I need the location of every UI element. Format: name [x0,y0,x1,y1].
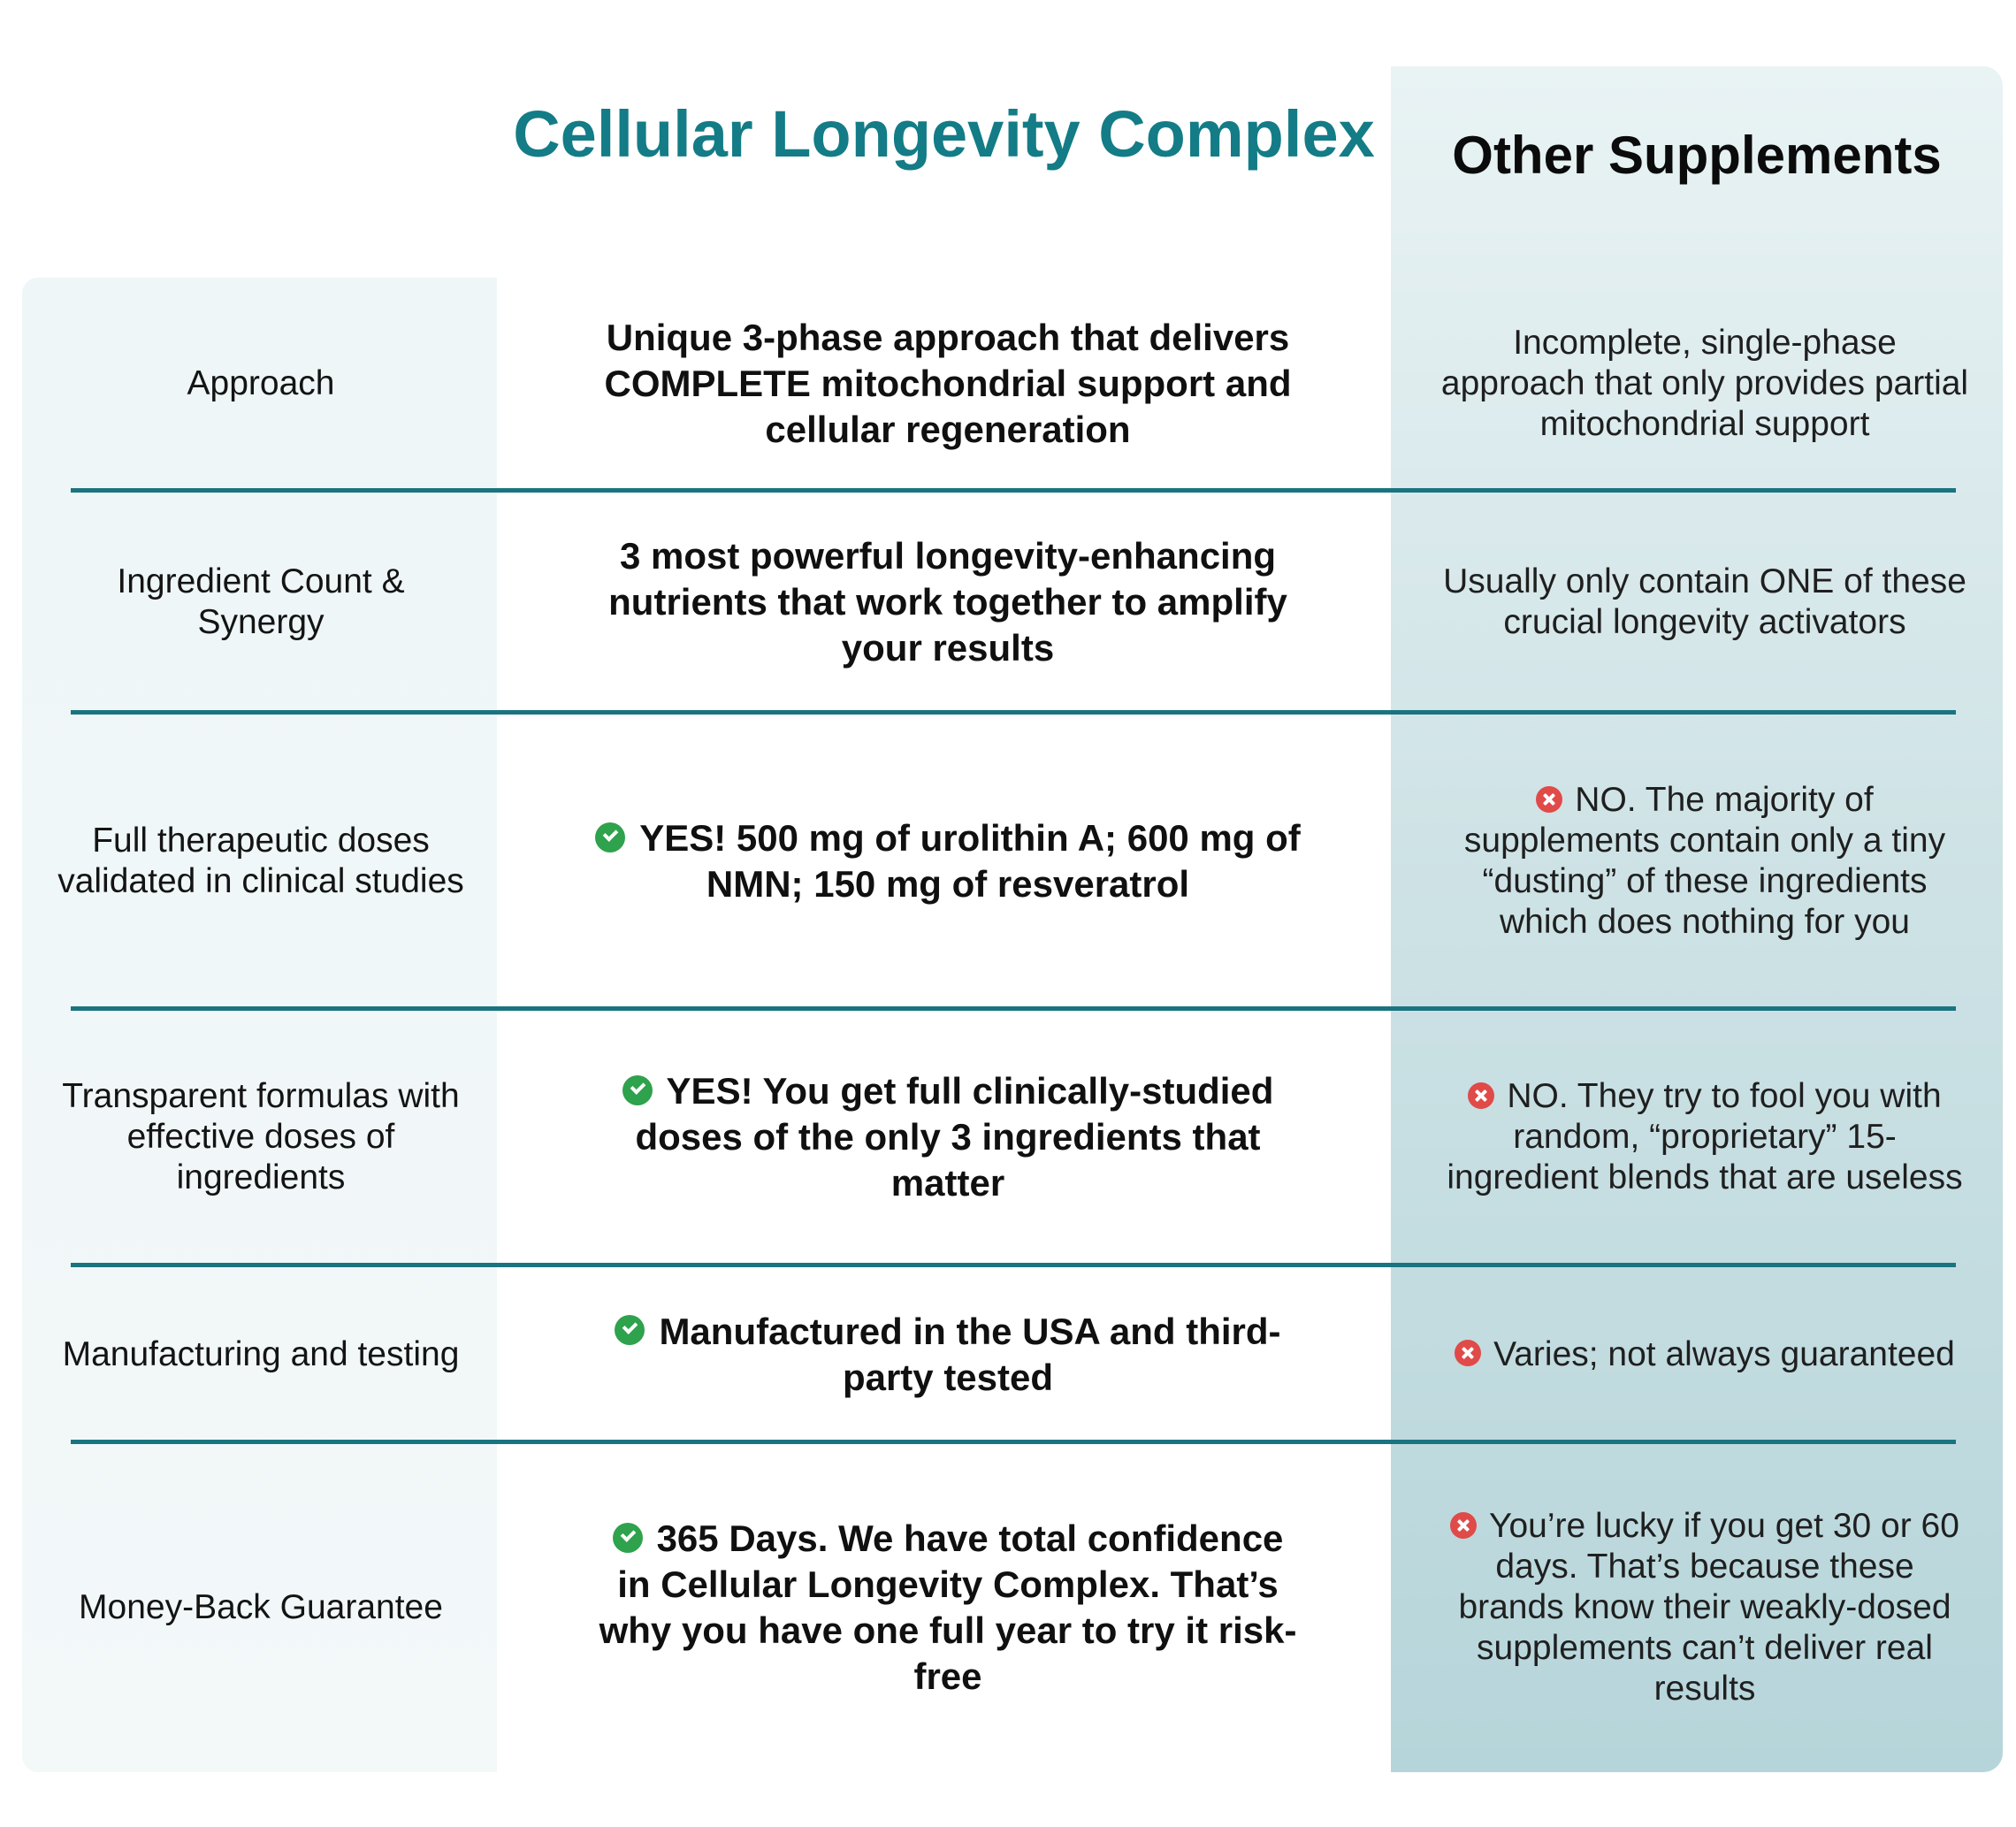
comparison-row-therapeutic-doses: Full therapeutic doses validated in clin… [0,715,2016,1008]
x-circle-icon [1536,785,1563,813]
row-label: Transparent formulas with effective dose… [62,1077,460,1196]
comparison-row-transparent-formulas: Transparent formulas with effective dose… [0,1011,2016,1264]
row-divider [71,1440,1956,1444]
x-circle-icon [1450,1511,1478,1539]
row-divider [71,1006,1956,1011]
row-divider [71,710,1956,715]
main-product-cell: 3 most powerful longevity-enhancing nutr… [608,534,1287,669]
main-product-cell: Manufactured in the USA and third-party … [594,1267,1302,1441]
x-circle-icon [1455,1340,1482,1367]
row-label: Money-Back Guarantee [79,1588,443,1626]
main-product-cell: YES! You get full clinically-studied dos… [594,1011,1302,1264]
left-column-background [22,278,497,1772]
comparison-row-manufacturing: Manufacturing and testing Manufactured i… [0,1267,2016,1441]
comparison-row-money-back: Money-Back Guarantee 365 Days. We have t… [0,1444,2016,1771]
check-circle-icon [622,1074,653,1105]
row-label: Ingredient Count & Synergy [117,562,405,641]
other-supplements-cell: Incomplete, single-phase approach that o… [1440,324,1969,443]
main-product-cell: YES! 500 mg of urolithin A; 600 mg of NM… [594,715,1302,1008]
other-supplements-column-background [1391,66,2003,1772]
comparison-row-ingredient-count: Ingredient Count & Synergy 3 most powerf… [0,493,2016,711]
check-circle-icon [615,1315,645,1346]
other-supplements-heading: Other Supplements [1452,126,1942,185]
row-label: Manufacturing and testing [62,1334,460,1373]
other-supplements-cell: You’re lucky if you get 30 or 60 days. T… [1439,1444,1970,1771]
check-circle-icon [595,822,626,852]
x-circle-icon [1468,1082,1495,1109]
row-divider [71,488,1956,493]
other-supplements-cell: NO. The majority of supplements contain … [1463,781,1946,941]
other-supplements-cell: Varies; not always guaranteed [1439,1267,1970,1441]
main-product-cell: Unique 3-phase approach that delivers CO… [604,317,1292,450]
row-label: Full therapeutic doses validated in clin… [57,822,464,900]
row-label: Approach [187,364,335,402]
comparison-row-approach: Approach Unique 3-phase approach that de… [0,278,2016,490]
check-circle-icon [612,1522,643,1553]
other-supplements-cell: Usually only contain ONE of these crucia… [1443,562,1966,641]
other-supplements-cell: NO. They try to fool you with random, “p… [1447,1077,1963,1196]
row-divider [71,1263,1956,1267]
main-product-cell: 365 Days. We have total confidence in Ce… [599,1517,1297,1697]
main-product-heading: Cellular Longevity Complex [513,97,1375,171]
